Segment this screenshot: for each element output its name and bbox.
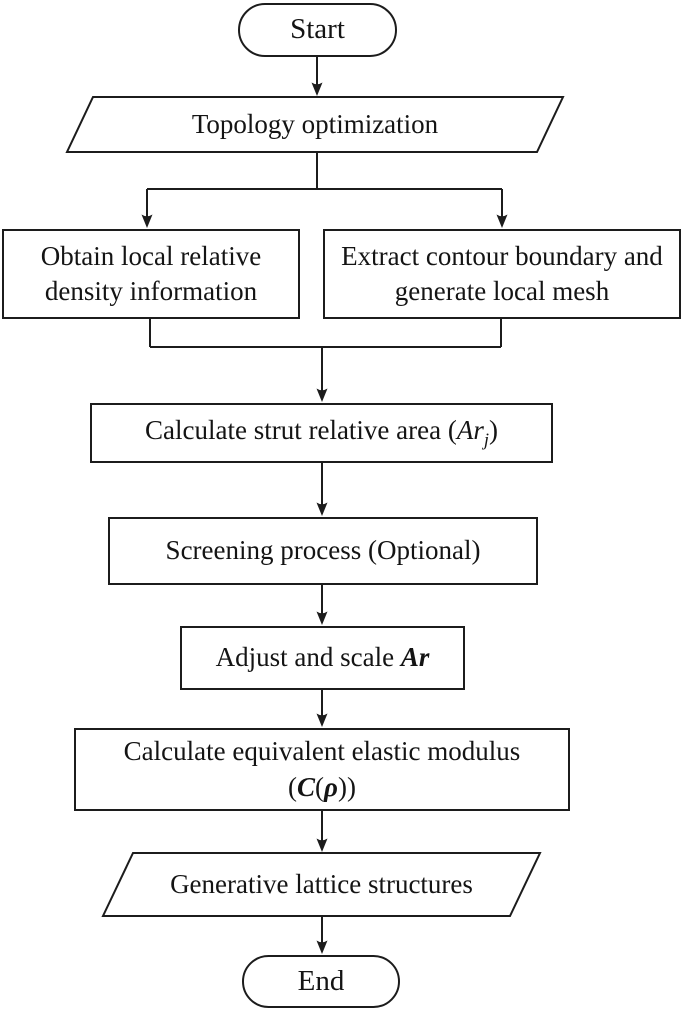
node-topology-label: Topology optimization — [191, 108, 439, 139]
node-elastic-modulus-line1: Calculate equivalent elastic modulus — [123, 735, 521, 766]
node-generative-shape — [101, 852, 542, 917]
node-start: Start — [238, 3, 397, 57]
arrowhead-into-modulus — [316, 713, 328, 727]
node-obtain-density: Obtain local relative density informatio… — [2, 229, 300, 319]
arrowhead-into-screening — [316, 502, 328, 516]
arrowhead-into-topology — [311, 82, 323, 96]
edge-topology-split — [146, 152, 503, 218]
arrowhead-into-calc-area — [316, 388, 328, 402]
edge-merge-calc-area — [149, 319, 502, 392]
node-generative: Generative lattice structures — [103, 855, 540, 914]
node-adjust-scale: Adjust and scale Ar — [180, 626, 465, 690]
node-obtain-density-label: Obtain local relative density informatio… — [40, 240, 262, 306]
arrowhead-into-obtain-density — [141, 214, 153, 228]
arrowheads — [141, 82, 508, 954]
node-screening: Screening process (Optional) — [108, 517, 538, 585]
node-end: End — [242, 955, 400, 1008]
node-start-label: Start — [290, 13, 345, 46]
node-topology-shape — [65, 96, 565, 153]
node-calc-strut-area-label: Calculate strut relative area (Arj) — [145, 415, 498, 450]
node-calc-strut-area: Calculate strut relative area (Arj) — [90, 403, 553, 463]
arrowhead-into-end — [316, 940, 328, 954]
arrowhead-into-adjust — [316, 611, 328, 625]
node-end-label: End — [297, 964, 345, 997]
arrowhead-into-generative — [316, 838, 328, 852]
node-extract-contour: Extract contour boundary and generate lo… — [323, 229, 681, 319]
node-elastic-modulus: Calculate equivalent elastic modulus (C(… — [74, 728, 570, 811]
node-adjust-scale-label: Adjust and scale Ar — [215, 642, 430, 673]
node-elastic-modulus-line2: (C(ρ)) — [288, 771, 356, 802]
node-extract-contour-label: Extract contour boundary and generate lo… — [341, 240, 663, 306]
node-topology: Topology optimization — [67, 99, 563, 150]
arrowhead-into-extract-contour — [496, 214, 508, 228]
node-screening-label: Screening process (Optional) — [165, 535, 481, 566]
node-generative-label: Generative lattice structures — [170, 868, 473, 899]
